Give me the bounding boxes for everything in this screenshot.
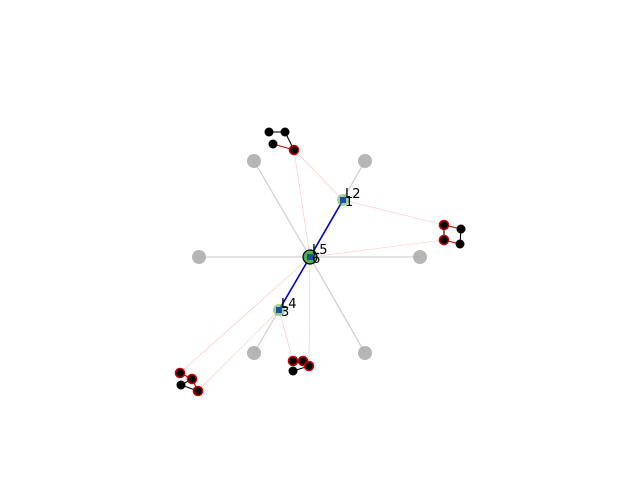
faint-link (278, 309, 294, 362)
hub-marker-center (307, 254, 313, 260)
label-center-sub: 6 (312, 252, 320, 267)
blue-link-lower (278, 256, 311, 311)
cluster-node (287, 355, 299, 367)
spoke-nw (253, 160, 311, 258)
cluster-node (438, 234, 450, 246)
faint-link (293, 149, 311, 258)
faint-links (179, 149, 445, 392)
cluster-node (176, 380, 186, 390)
faint-link (179, 256, 311, 374)
cluster-node (303, 360, 315, 372)
label-center: L5 (312, 243, 328, 258)
label-upper-sub: 1 (345, 195, 353, 210)
cluster-top (264, 127, 300, 156)
outer-nodes (192, 154, 427, 360)
faint-link (342, 199, 445, 226)
cluster-bottom-left (174, 367, 204, 397)
outer-node (247, 154, 261, 168)
hub-nodes (273, 194, 349, 316)
cluster-right (438, 219, 466, 249)
cluster-node (174, 367, 186, 379)
faint-link (308, 256, 311, 367)
label-lower-sub: 3 (281, 305, 289, 320)
main-link (278, 199, 344, 311)
cluster-node (456, 224, 466, 234)
cluster-node (288, 366, 298, 376)
outer-node (358, 154, 372, 168)
faint-link (309, 239, 445, 258)
hub-marker-lower (276, 307, 282, 313)
node-labels: L2 1 L5 6 L4 3 (281, 187, 361, 320)
faint-link (197, 309, 280, 392)
cluster-node (455, 239, 465, 249)
label-upper: L2 (345, 187, 361, 202)
cluster-node (280, 127, 290, 137)
outer-node (247, 346, 261, 360)
outer-node (358, 346, 372, 360)
blue-link-upper (309, 199, 344, 258)
cluster-node (288, 144, 300, 156)
cluster-node (186, 373, 198, 385)
cluster-node (268, 139, 278, 149)
cluster-node (438, 219, 450, 231)
hub-marker-upper (340, 197, 346, 203)
cluster-node (264, 127, 274, 137)
outer-node (192, 250, 206, 264)
spoke-se (309, 256, 366, 354)
outer-node (413, 250, 427, 264)
label-lower: L4 (281, 297, 297, 312)
cluster-bottom (287, 355, 315, 376)
faint-link (293, 149, 344, 201)
cluster-node (192, 385, 204, 397)
